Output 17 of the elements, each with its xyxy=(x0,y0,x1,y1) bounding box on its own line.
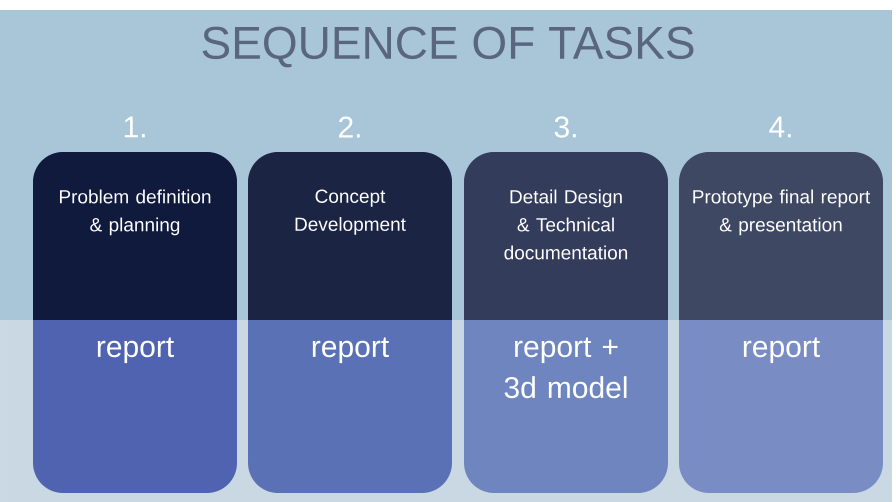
node-label: report xyxy=(98,338,174,364)
node-label: Concept Development xyxy=(296,190,406,235)
task-card: Detail Design & Technical documentation report + 3d model xyxy=(464,152,668,493)
node-label: Prototype final report & presentation xyxy=(693,190,870,236)
step-number: 3. xyxy=(554,116,576,138)
node-label: report + 3d model xyxy=(504,338,627,398)
node-label: report xyxy=(312,338,389,364)
node-label: report xyxy=(744,338,820,364)
step-number: 2. xyxy=(339,116,360,138)
task-card: Concept Development report xyxy=(248,152,452,493)
node-label: Detail Design & Technical documentation xyxy=(504,190,628,260)
step-number: 4. xyxy=(769,116,791,138)
title: SEQUENCE OF TASKS xyxy=(202,26,694,68)
node-label: Problem definition & planning xyxy=(60,190,210,236)
task-card: Problem definition & planning report xyxy=(33,152,237,493)
task-card: Prototype final report & presentation report xyxy=(679,152,883,493)
step-number: 1. xyxy=(124,116,145,138)
